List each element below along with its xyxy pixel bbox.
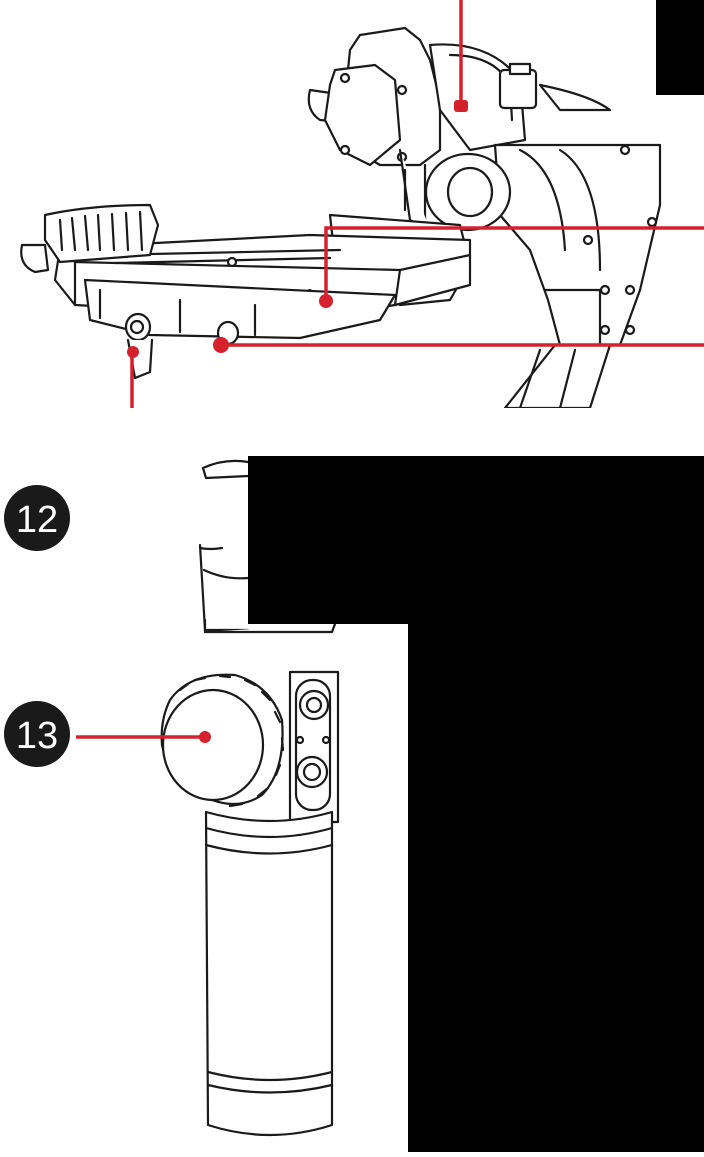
leader-dots — [127, 100, 468, 743]
leader-dot-top — [454, 100, 468, 112]
leader-dot-lever — [127, 346, 139, 358]
leader-line-plate — [324, 226, 704, 300]
leader-dot-plate — [319, 294, 333, 308]
leader-lines — [76, 0, 704, 739]
leader-dot-knob — [199, 731, 211, 743]
redaction-block-lower — [408, 624, 704, 1152]
callout-badge-12: 12 — [4, 485, 70, 551]
callout-number-12: 12 — [16, 499, 58, 541]
redaction-block-mid — [248, 456, 704, 624]
gimbal-top-assembly — [20, 26, 662, 408]
leader-dot-bolt — [213, 337, 229, 353]
callout-badge-13: 13 — [4, 701, 70, 767]
redaction-block-top-right — [656, 0, 704, 95]
callout-number-13: 13 — [16, 715, 58, 757]
gimbal-handle — [160, 459, 340, 1137]
